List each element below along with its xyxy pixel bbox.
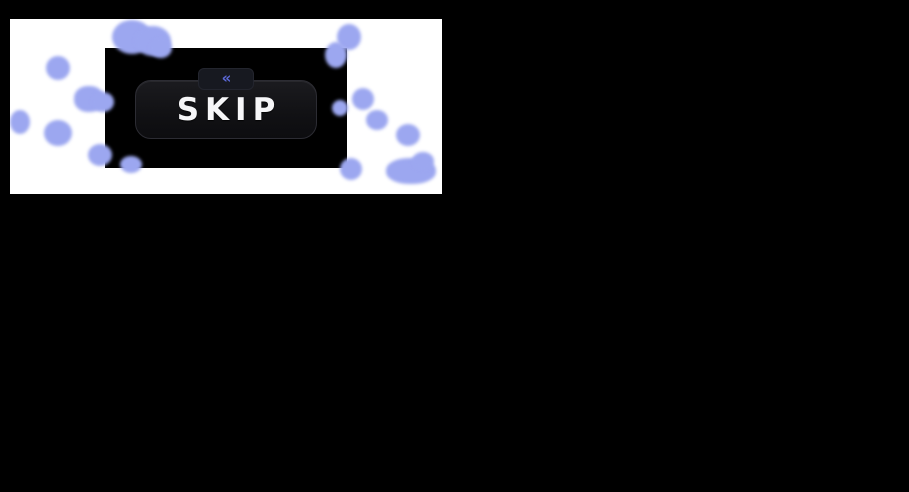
ink-blob (150, 38, 172, 58)
ink-blob (10, 110, 30, 134)
ink-blob (332, 100, 348, 116)
ink-blob (88, 144, 112, 166)
ink-blob (325, 42, 347, 68)
ink-blob (44, 120, 72, 146)
ink-blob (412, 152, 434, 170)
drawing-canvas[interactable]: « SKIP (10, 19, 442, 194)
ink-blob (120, 156, 142, 173)
ink-blob (92, 92, 114, 112)
skip-button-label: SKIP (176, 91, 282, 128)
ink-blob (340, 158, 362, 180)
double-chevron-left-icon: « (221, 68, 232, 87)
collapse-button[interactable]: « (198, 68, 254, 90)
ink-blob (366, 110, 388, 130)
ink-blob (352, 88, 374, 110)
ink-blob (396, 124, 420, 146)
skip-overlay-card: « SKIP (105, 48, 347, 168)
ink-blob (46, 56, 70, 80)
